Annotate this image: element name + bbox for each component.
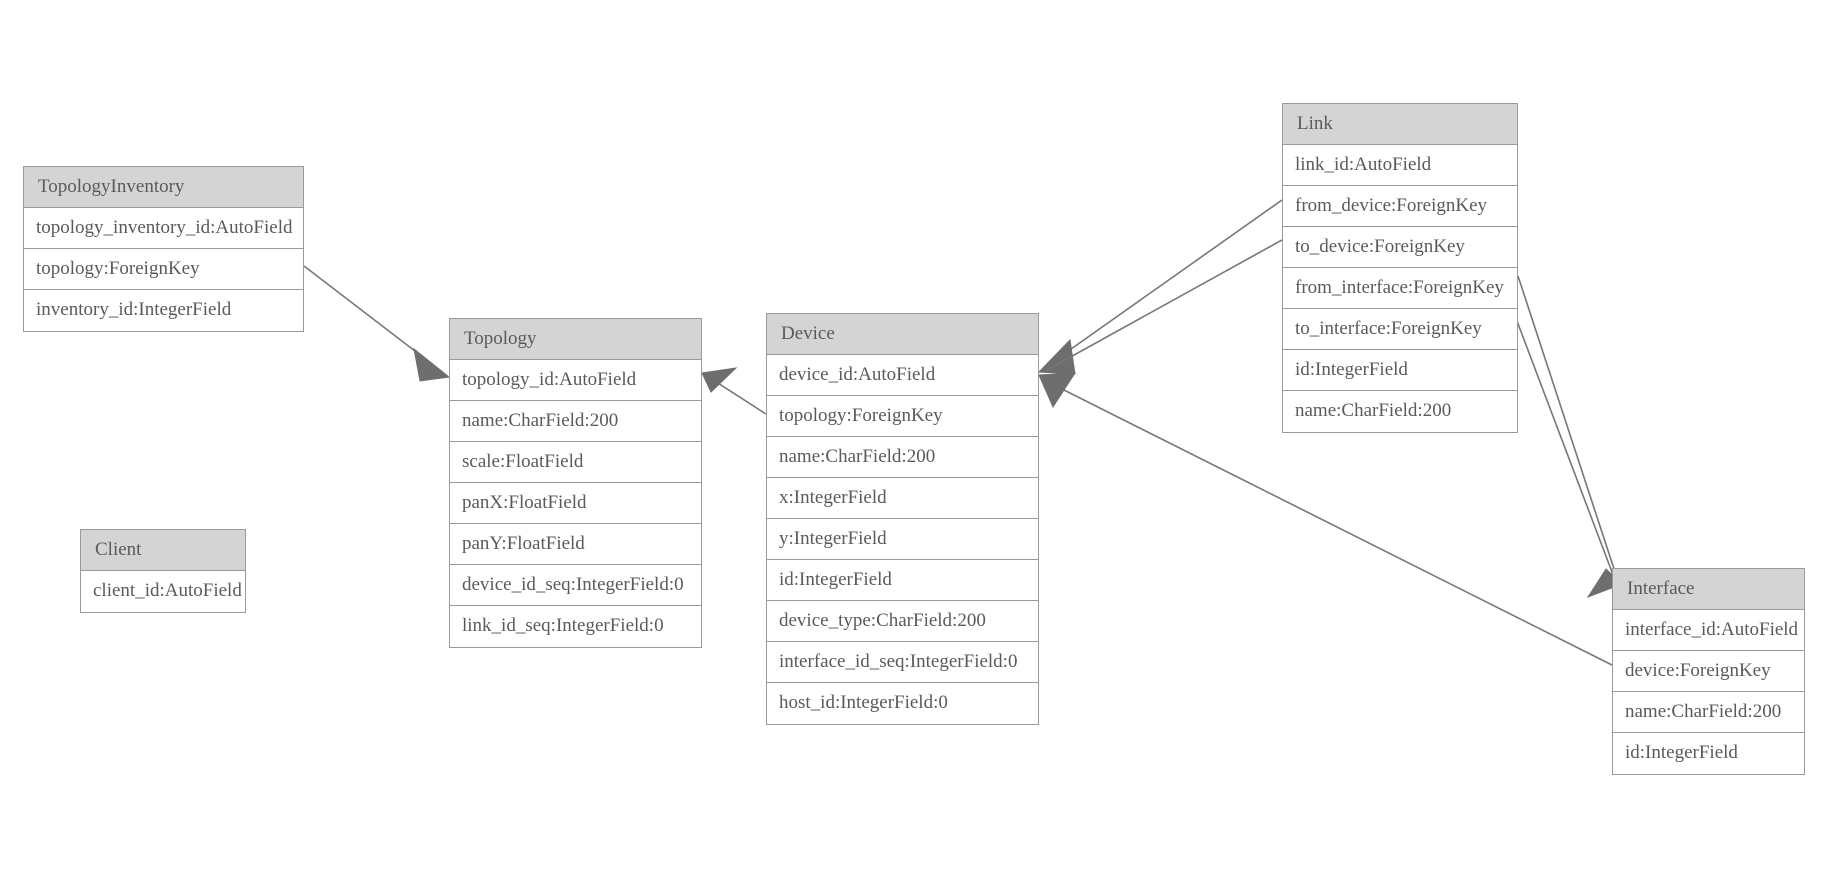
entity-field-row[interactable]: scale:FloatField bbox=[450, 442, 701, 483]
entity-field-row[interactable]: topology:ForeignKey bbox=[24, 249, 303, 290]
relationship-line-topologyinventory-topology bbox=[303, 265, 442, 372]
entity-field-row[interactable]: name:CharField:200 bbox=[450, 401, 701, 442]
relationship-line-link-to-interface bbox=[1508, 299, 1616, 581]
entity-field-row[interactable]: name:CharField:200 bbox=[1613, 692, 1804, 733]
entity-field-row[interactable]: id:IntegerField bbox=[767, 560, 1038, 601]
entity-field-row[interactable]: y:IntegerField bbox=[767, 519, 1038, 560]
entity-field-row[interactable]: device_type:CharField:200 bbox=[767, 601, 1038, 642]
relationship-line-link-from-interface bbox=[1517, 275, 1618, 579]
entity-field-row[interactable]: interface_id_seq:IntegerField:0 bbox=[767, 642, 1038, 683]
entity-field-row[interactable]: panX:FloatField bbox=[450, 483, 701, 524]
entity-field-row[interactable]: name:CharField:200 bbox=[1283, 391, 1517, 432]
entity-field-row[interactable]: to_interface:ForeignKey bbox=[1283, 309, 1517, 350]
entity-field-row[interactable]: device_id:AutoField bbox=[767, 355, 1038, 396]
entity-field-row[interactable]: id:IntegerField bbox=[1613, 733, 1804, 774]
relationship-arrowhead bbox=[1038, 372, 1076, 409]
entity-field-row[interactable]: topology_id:AutoField bbox=[450, 360, 701, 401]
entity-field-row[interactable]: topology_inventory_id:AutoField bbox=[24, 208, 303, 249]
entity-field-row[interactable]: device_id_seq:IntegerField:0 bbox=[450, 565, 701, 606]
entity-field-row[interactable]: name:CharField:200 bbox=[767, 437, 1038, 478]
entity-field-row[interactable]: inventory_id:IntegerField bbox=[24, 290, 303, 331]
entity-title-topology: Topology bbox=[450, 319, 701, 360]
entity-title-client: Client bbox=[81, 530, 245, 571]
entity-field-row[interactable]: link_id:AutoField bbox=[1283, 145, 1517, 186]
entity-field-row[interactable]: device:ForeignKey bbox=[1613, 651, 1804, 692]
entity-title-device: Device bbox=[767, 314, 1038, 355]
entity-field-row[interactable]: from_interface:ForeignKey bbox=[1283, 268, 1517, 309]
entity-field-row[interactable]: host_id:IntegerField:0 bbox=[767, 683, 1038, 724]
entity-field-row[interactable]: from_device:ForeignKey bbox=[1283, 186, 1517, 227]
entity-title-interface: Interface bbox=[1613, 569, 1804, 610]
entity-field-row[interactable]: client_id:AutoField bbox=[81, 571, 245, 612]
relationship-arrowhead bbox=[413, 347, 451, 382]
relationship-line-device-topology bbox=[709, 377, 767, 415]
entity-field-row[interactable]: id:IntegerField bbox=[1283, 350, 1517, 391]
entity-field-row[interactable]: interface_id:AutoField bbox=[1613, 610, 1804, 651]
entity-field-row[interactable]: panY:FloatField bbox=[450, 524, 701, 565]
entity-title-topology_inventory: TopologyInventory bbox=[24, 167, 303, 208]
relationship-line-link-to-device bbox=[1046, 239, 1283, 371]
relationship-line-link-from-device bbox=[1046, 199, 1283, 367]
entity-field-row[interactable]: link_id_seq:IntegerField:0 bbox=[450, 606, 701, 647]
entity-field-row[interactable]: to_device:ForeignKey bbox=[1283, 227, 1517, 268]
entity-field-row[interactable]: topology:ForeignKey bbox=[767, 396, 1038, 437]
relationship-arrowhead bbox=[1037, 338, 1076, 375]
entity-title-link: Link bbox=[1283, 104, 1517, 145]
relationship-arrowhead bbox=[701, 367, 738, 393]
entity-field-row[interactable]: x:IntegerField bbox=[767, 478, 1038, 519]
